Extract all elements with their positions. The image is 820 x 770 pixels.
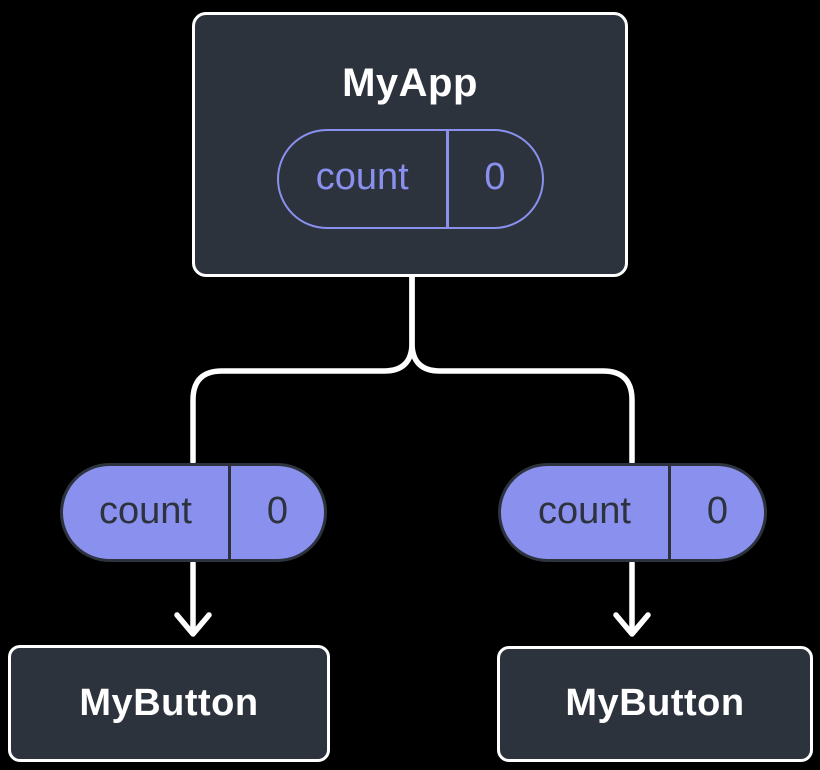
node-mybutton-left-title: MyButton: [79, 681, 259, 724]
branch-left-line: [190, 274, 415, 465]
prop-pill-left-value: 0: [266, 490, 289, 532]
node-mybutton-right: MyButton: [497, 646, 813, 762]
arrow-right-head: [613, 612, 651, 637]
prop-pill-left: count 0: [60, 463, 327, 562]
prop-pill-right-name: count: [538, 490, 631, 532]
prop-pill-left-name: count: [99, 490, 192, 532]
prop-pill-right-value: 0: [706, 490, 729, 532]
arrow-left-head: [174, 612, 212, 637]
node-myapp: MyApp count 0: [192, 12, 628, 277]
state-pill-value: 0: [484, 156, 506, 198]
prop-pill-left-divider: [228, 466, 231, 559]
node-mybutton-right-title: MyButton: [565, 682, 745, 725]
branch-right-line: [409, 274, 635, 465]
state-pill-myapp: count 0: [276, 128, 544, 229]
node-mybutton-left: MyButton: [8, 645, 330, 762]
state-pill-divider: [446, 130, 449, 227]
state-pill-name: count: [315, 156, 409, 198]
node-myapp-title: MyApp: [342, 60, 478, 105]
prop-pill-right-divider: [668, 466, 671, 559]
prop-pill-right: count 0: [498, 463, 767, 562]
